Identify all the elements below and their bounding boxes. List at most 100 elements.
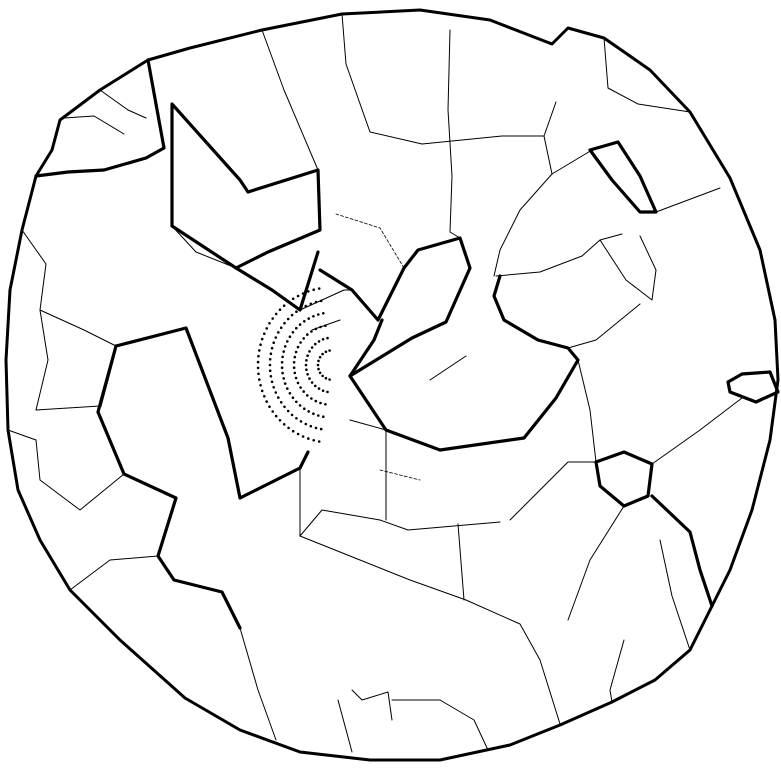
origin-dot xyxy=(328,349,331,352)
origin-dot xyxy=(277,331,280,334)
origin-dot xyxy=(289,392,292,395)
origin-dot xyxy=(257,367,260,370)
origin-dot xyxy=(292,331,295,334)
fracture-minor-34 xyxy=(430,356,466,380)
origin-dot xyxy=(300,307,303,310)
origin-dot xyxy=(312,439,315,442)
origin-dot xyxy=(314,385,317,388)
origin-dot xyxy=(295,310,298,313)
origin-dot xyxy=(295,351,298,354)
origin-dot xyxy=(259,343,262,346)
origin-dot xyxy=(306,394,309,397)
origin-dot xyxy=(286,387,289,390)
fracture-minor-25 xyxy=(578,360,596,462)
origin-dot xyxy=(324,324,327,327)
origin-dot xyxy=(279,419,282,422)
fracture-minor-24 xyxy=(510,462,596,520)
fracture-major-right-bulge xyxy=(728,372,778,402)
origin-dot xyxy=(286,340,289,343)
origin-dot xyxy=(310,397,313,400)
origin-dot xyxy=(297,382,300,385)
origin-dot xyxy=(315,427,318,430)
origin-dot xyxy=(303,320,306,323)
origin-dot xyxy=(257,355,260,358)
origin-dot xyxy=(302,292,305,295)
fracture-minor-10 xyxy=(496,234,622,276)
origin-dot xyxy=(319,402,322,405)
origin-dot xyxy=(271,410,274,413)
origin-dot xyxy=(324,403,327,406)
fracture-major-center-star xyxy=(320,238,470,376)
origin-dot xyxy=(277,396,280,399)
origin-dot xyxy=(281,372,284,375)
origin-dot xyxy=(314,343,317,346)
origin-dot xyxy=(321,353,324,356)
origin-dot xyxy=(322,415,325,418)
origin-dot xyxy=(310,425,313,428)
origin-dot xyxy=(318,287,321,290)
origin-dot xyxy=(281,361,284,364)
origin-dot xyxy=(257,361,260,364)
origin-dot xyxy=(317,364,320,367)
origin-dot xyxy=(302,435,305,438)
origin-dot xyxy=(257,373,260,376)
origin-dot xyxy=(300,420,303,423)
fracture-minor-4 xyxy=(262,30,318,170)
origin-dot xyxy=(293,361,296,364)
origin-dot xyxy=(279,308,282,311)
origin-dot xyxy=(312,412,315,415)
fracture-minor-26 xyxy=(652,398,742,464)
origin-dot xyxy=(312,315,315,318)
origin-dot xyxy=(319,326,322,329)
origin-dot xyxy=(315,400,318,403)
origin-dot xyxy=(306,354,309,357)
origin-dot xyxy=(320,428,323,431)
origin-dot xyxy=(299,323,302,326)
origin-dot xyxy=(307,410,310,413)
fracture-minor-7 xyxy=(604,38,690,112)
origin-dot xyxy=(270,352,273,355)
origin-dot xyxy=(295,417,298,420)
fracture-minor-6 xyxy=(544,136,592,174)
origin-dot xyxy=(275,336,278,339)
origin-dot xyxy=(258,378,261,381)
origin-dot xyxy=(272,386,275,389)
origin-dot xyxy=(263,395,266,398)
origin-dot xyxy=(282,377,285,380)
fracture-minor-20 xyxy=(300,468,540,660)
origin-dot xyxy=(283,406,286,409)
origin-dot xyxy=(292,396,295,399)
origin-dot xyxy=(259,384,262,387)
origin-dot xyxy=(306,373,309,376)
origin-dot xyxy=(317,414,320,417)
fracture-minor-1 xyxy=(64,116,124,134)
fracture-major-left-steps xyxy=(98,346,240,628)
origin-dot xyxy=(293,366,296,369)
origin-dot xyxy=(307,290,310,293)
origin-dot xyxy=(320,300,323,303)
origin-dot xyxy=(283,304,286,307)
origin-dot xyxy=(305,305,308,308)
origin-dot xyxy=(265,327,268,330)
origin-dot xyxy=(287,410,290,413)
origin-dot xyxy=(295,401,298,404)
origin-dot xyxy=(307,317,310,320)
origin-dot xyxy=(308,350,311,353)
fracture-minor-5 xyxy=(448,30,460,238)
origin-dot xyxy=(317,368,320,371)
origin-dot xyxy=(287,301,290,304)
origin-dot xyxy=(302,337,305,340)
origin-dot xyxy=(299,341,302,344)
origin-dot xyxy=(263,332,266,335)
origin-dot xyxy=(261,338,264,341)
origin-dot xyxy=(303,407,306,410)
fracture-minor-32 xyxy=(338,700,352,752)
fracture-minor-29 xyxy=(610,640,624,702)
fracture-minor-2 xyxy=(100,90,146,118)
origin-dot xyxy=(294,356,297,359)
fracture-minor-8 xyxy=(494,174,552,276)
origin-dot xyxy=(311,346,314,349)
origin-dot xyxy=(306,333,309,336)
